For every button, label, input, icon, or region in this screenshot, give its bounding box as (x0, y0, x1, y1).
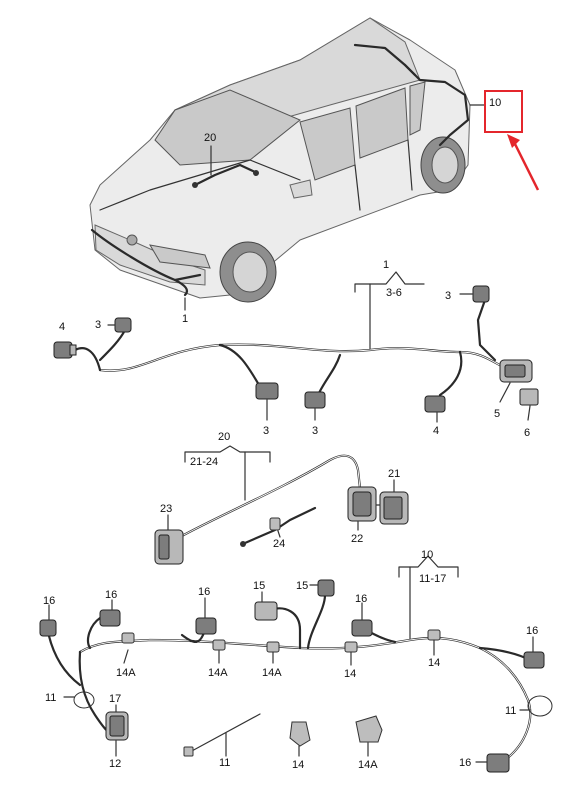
label-g3-title: 10 (421, 549, 433, 561)
label-g1-conn-5: 5 (494, 408, 500, 420)
label-g3-11-tie: 11 (219, 757, 230, 769)
label-g3-16-center: 16 (355, 593, 367, 605)
label-g2-23: 23 (160, 503, 172, 515)
connector-16-center (351, 619, 373, 637)
connector-16-mid (195, 617, 217, 635)
label-g1-conn-3-top: 3 (445, 290, 451, 302)
label-g3-14-clip: 14 (292, 759, 304, 771)
connector-4-left (53, 341, 73, 359)
label-g3-16-mid: 16 (198, 586, 210, 598)
car-illustration (89, 17, 485, 311)
cable-tie (183, 713, 261, 757)
label-g3-14a-clip: 14A (358, 759, 378, 771)
connector-16-bottom (486, 753, 510, 773)
label-g3-14-a: 14 (344, 668, 356, 680)
label-g1-conn-6: 6 (524, 427, 530, 439)
label-g3-16-left: 16 (105, 589, 117, 601)
connector-3-left (114, 317, 132, 333)
label-g3-14-b: 14 (428, 657, 440, 669)
highlight-arrow (507, 134, 540, 191)
label-g1-conn-4-right: 4 (433, 425, 439, 437)
label-g1-conn-3-left: 3 (95, 319, 101, 331)
label-g3-16-far-left: 16 (43, 595, 55, 607)
connector-15-b (317, 579, 335, 597)
label-g2-22: 22 (351, 533, 363, 545)
label-g3-14a-b: 14A (208, 667, 228, 679)
label-g2-range: 21-24 (190, 456, 218, 468)
connector-15-a (254, 601, 278, 621)
label-g1-range: 3-6 (386, 287, 402, 299)
label-g3-15-b: 15 (296, 580, 308, 592)
label-g1-conn-3-mid-b: 3 (312, 425, 318, 437)
clip-14a (355, 715, 383, 743)
label-g2-title: 20 (218, 431, 230, 443)
label-g3-11-right: 11 (505, 705, 516, 717)
label-g1-title: 1 (383, 259, 389, 271)
connector-3-mid-a (255, 382, 279, 400)
label-g3-16-bottom: 16 (459, 757, 471, 769)
label-g3-14a-a: 14A (116, 667, 136, 679)
connector-3-top (472, 285, 490, 303)
connector-6 (519, 388, 539, 406)
group-2-harness (154, 445, 409, 565)
label-g3-range: 11-17 (419, 573, 446, 585)
label-g3-15-a: 15 (253, 580, 265, 592)
connector-4-right (424, 395, 446, 413)
group-3-harness (39, 555, 553, 773)
connector-16-far-left (39, 619, 57, 637)
label-g3-14a-c: 14A (262, 667, 282, 679)
label-g1-conn-3-mid-a: 3 (263, 425, 269, 437)
label-g1-conn-4-left: 4 (59, 321, 65, 333)
label-car-harness-front: 1 (182, 313, 188, 325)
label-g2-21: 21 (388, 468, 400, 480)
label-g3-17: 17 (109, 693, 121, 705)
highlight-box (484, 90, 523, 133)
label-g3-12: 12 (109, 758, 121, 770)
label-g3-16-right: 16 (526, 625, 538, 637)
connector-16-right (523, 651, 545, 669)
connector-3-mid-b (304, 391, 326, 409)
group-1-harness (53, 271, 539, 423)
label-car-interior: 20 (204, 132, 216, 144)
clip-14 (289, 721, 311, 747)
label-car-harness-rear: 10 (489, 97, 501, 109)
label-g2-24: 24 (273, 538, 285, 550)
label-g3-11-left: 11 (45, 692, 56, 704)
connector-16-left (99, 609, 121, 627)
